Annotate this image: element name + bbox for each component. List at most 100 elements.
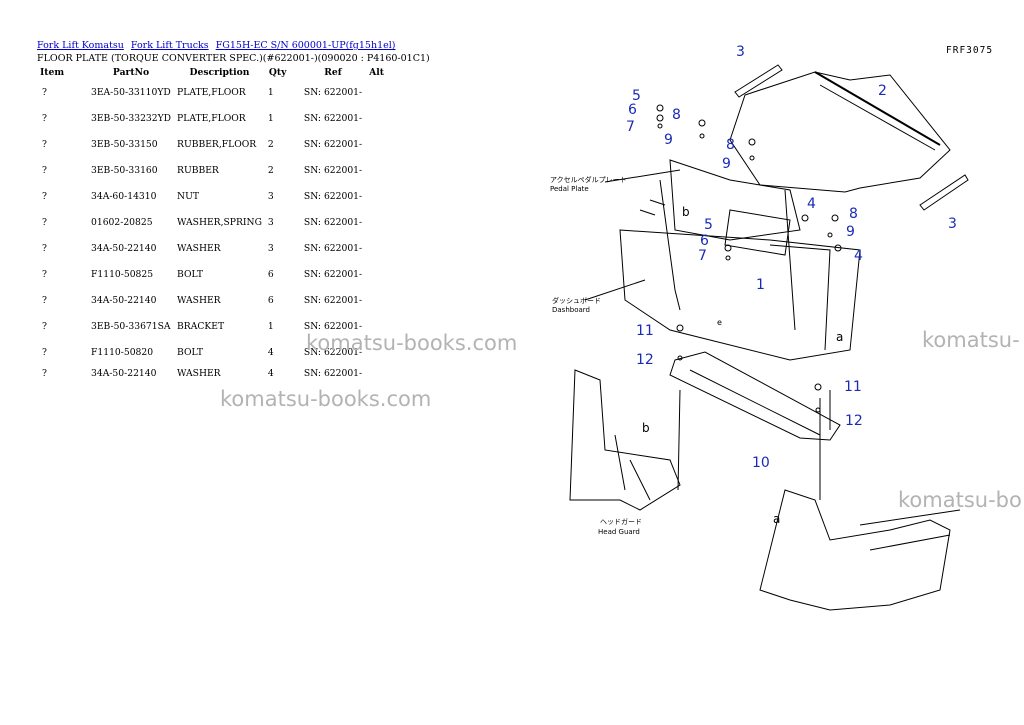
cell-item: ? bbox=[42, 86, 47, 98]
callout-4: 4 bbox=[807, 196, 816, 212]
cell-part: 3EA-50-33110YD bbox=[91, 86, 171, 98]
cell-part: 34A-50-22140 bbox=[91, 294, 157, 306]
cell-alt bbox=[365, 287, 388, 313]
cell-ref: SN: 622001- bbox=[303, 268, 363, 280]
cell-desc: WASHER bbox=[177, 242, 221, 254]
watermark: komatsu-books.com bbox=[306, 331, 518, 355]
cell-qty: 2 bbox=[267, 138, 274, 150]
cell-item: ? bbox=[42, 216, 47, 228]
cell-qty: 6 bbox=[267, 294, 274, 306]
cell-desc: RUBBER bbox=[177, 164, 219, 176]
figure-id: FRF3075 bbox=[946, 45, 994, 56]
callout-6: 6 bbox=[628, 102, 637, 118]
cell-desc: RUBBER,FLOOR bbox=[177, 138, 257, 150]
cell-qty: 3 bbox=[267, 216, 274, 228]
cell-alt bbox=[365, 235, 388, 261]
ref-letter-a: a bbox=[773, 512, 780, 526]
col-header-item: Item bbox=[40, 67, 65, 78]
cell-alt bbox=[365, 261, 388, 287]
cell-part: 34A-60-14310 bbox=[91, 190, 157, 202]
label-dashboard-jp: ダッシュボード bbox=[552, 296, 601, 305]
cell-desc: BOLT bbox=[177, 268, 203, 280]
label-head-guard-jp: ヘッドガード bbox=[600, 517, 642, 526]
cell-desc: NUT bbox=[177, 190, 199, 202]
cell-item: ? bbox=[42, 346, 47, 358]
cell-desc: PLATE,FLOOR bbox=[177, 112, 246, 124]
cell-qty: 2 bbox=[267, 164, 274, 176]
breadcrumb-link-model[interactable]: FG15H-EC S/N 600001-UP(fg15h1el) bbox=[215, 40, 396, 51]
cell-ref: SN: 622001- bbox=[303, 242, 363, 254]
page-title: FLOOR PLATE (TORQUE CONVERTER SPEC.)(#62… bbox=[37, 53, 430, 64]
watermark: komatsu- bbox=[922, 328, 1020, 352]
table-row: ? 3EB-50-33232YD PLATE,FLOOR 1 SN: 622001- bbox=[36, 105, 388, 131]
callout-8: 8 bbox=[849, 206, 858, 222]
callout-3: 3 bbox=[948, 216, 957, 232]
watermark: komatsu-books.com bbox=[220, 387, 432, 411]
col-header-description: Description bbox=[189, 67, 250, 78]
ref-letter-b: b bbox=[682, 205, 690, 219]
cell-item: ? bbox=[42, 242, 47, 254]
cell-alt bbox=[365, 209, 388, 235]
cell-ref: SN: 622001- bbox=[303, 164, 363, 176]
label-head-guard-en: Head Guard bbox=[598, 528, 640, 536]
frame-drawing bbox=[759, 489, 951, 611]
head-guard-drawing bbox=[569, 369, 681, 511]
cell-ref: SN: 622001- bbox=[303, 294, 363, 306]
callout-1: 1 bbox=[756, 277, 765, 293]
table-header-row: Item PartNo Description Qty Ref Alt bbox=[36, 66, 388, 79]
callout-10: 10 bbox=[752, 455, 770, 471]
callout-11: 11 bbox=[636, 323, 654, 339]
cell-alt bbox=[365, 79, 388, 105]
cell-desc: WASHER bbox=[177, 294, 221, 306]
cell-item: ? bbox=[42, 164, 47, 176]
cell-item: ? bbox=[42, 367, 47, 379]
ref-letter-b: b bbox=[642, 421, 650, 435]
cell-desc: WASHER,SPRING bbox=[177, 216, 262, 228]
callout-4: 4 bbox=[854, 248, 863, 264]
cell-item: ? bbox=[42, 320, 47, 332]
cell-qty: 4 bbox=[267, 346, 274, 358]
callout-2: 2 bbox=[878, 83, 887, 99]
cell-ref: SN: 622001- bbox=[303, 216, 363, 228]
cell-qty: 4 bbox=[267, 367, 274, 379]
cell-ref: SN: 622001- bbox=[303, 112, 363, 124]
label-pedal-plate-jp: アクセルペダルプレート bbox=[550, 175, 627, 184]
cell-qty: 3 bbox=[267, 190, 274, 202]
cell-alt bbox=[365, 157, 388, 183]
pedal-plate-drawing bbox=[669, 159, 801, 241]
callout-7: 7 bbox=[698, 248, 707, 264]
table-row: ? 3EA-50-33110YD PLATE,FLOOR 1 SN: 622001- bbox=[36, 79, 388, 105]
cell-item: ? bbox=[42, 112, 47, 124]
floor-plate-drawing bbox=[729, 71, 951, 193]
cell-alt bbox=[365, 105, 388, 131]
cell-item: ? bbox=[42, 138, 47, 150]
callout-8: 8 bbox=[672, 107, 681, 123]
cell-part: 3EB-50-33232YD bbox=[91, 112, 172, 124]
breadcrumb-link-make[interactable]: Fork Lift Komatsu bbox=[37, 40, 124, 51]
callout-6: 6 bbox=[700, 233, 709, 249]
rubber-strip-drawing bbox=[734, 64, 783, 98]
cell-part: F1110-50820 bbox=[91, 346, 154, 358]
callout-12: 12 bbox=[845, 413, 863, 429]
cell-alt bbox=[365, 131, 388, 157]
col-header-partno: PartNo bbox=[112, 67, 150, 78]
callout-11: 11 bbox=[844, 379, 862, 395]
callout-12: 12 bbox=[636, 352, 654, 368]
callout-5: 5 bbox=[704, 217, 713, 233]
cell-desc: PLATE,FLOOR bbox=[177, 86, 246, 98]
cell-qty: 1 bbox=[267, 86, 274, 98]
breadcrumb-link-category[interactable]: Fork Lift Trucks bbox=[130, 40, 209, 51]
cell-item: ? bbox=[42, 268, 47, 280]
ref-letter-a: a bbox=[836, 330, 843, 344]
cell-ref: SN: 622001- bbox=[303, 86, 363, 98]
cell-qty: 1 bbox=[267, 112, 274, 124]
cell-part: 01602-20825 bbox=[91, 216, 153, 228]
cell-item: ? bbox=[42, 190, 47, 202]
